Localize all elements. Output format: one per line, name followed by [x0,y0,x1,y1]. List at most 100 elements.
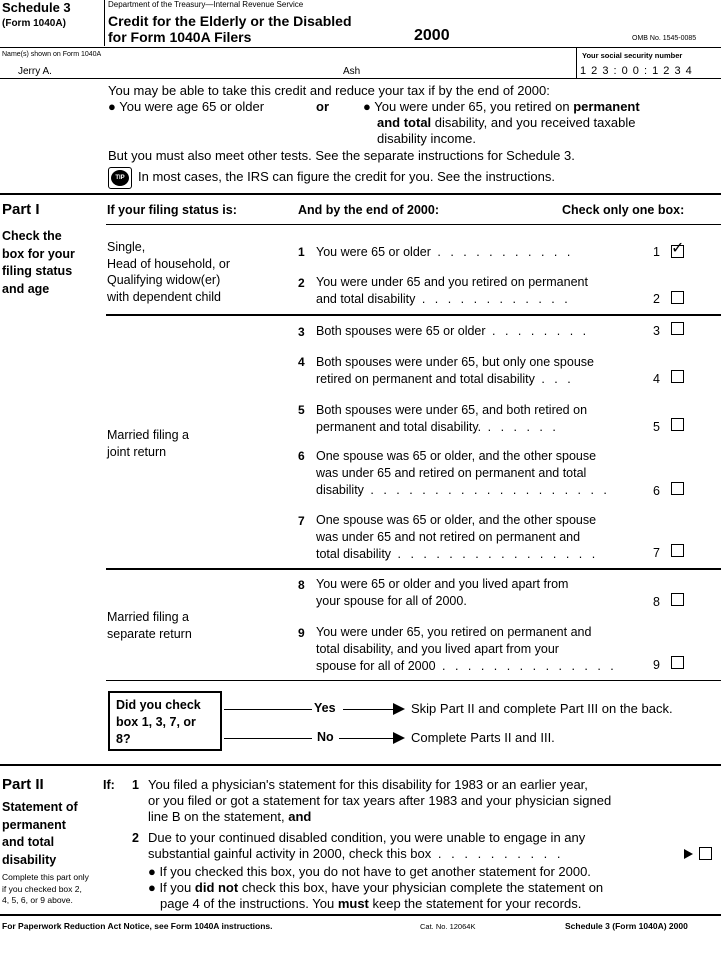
checkbox-4[interactable] [671,370,684,383]
checkbox-8[interactable] [671,593,684,606]
names-label: Name(s) shown on Form 1040A [2,51,102,58]
status-line: Married filing a [107,610,189,624]
part1-side-line: Check the [2,229,62,243]
box-number: 1 [653,245,660,259]
part2-side-line: permanent [2,817,66,832]
other-tests: But you must also meet other tests. See … [108,148,575,163]
ssn-label: Your social security number [582,51,683,60]
part2-note: Complete this part only if you checked b… [2,872,89,907]
if-label: If: [103,778,115,792]
part1-side-line: box for your [2,246,75,261]
arrow-right-icon [684,849,693,859]
schedule-label: Schedule 3 [2,0,71,15]
ssn-value[interactable]: 1 2 3 : 0 0 : 1 2 3 4 [580,65,693,77]
last-name-value[interactable]: Ash [343,66,361,77]
line8-text: You were 65 or older and you lived apart… [316,577,569,608]
part1-side-line: and age [2,281,50,296]
question-line: box 1, 3, 7, or [116,715,196,729]
checkbox-9[interactable] [671,656,684,669]
p2-line1-num: 1 [132,778,139,792]
yes-instruction: Skip Part II and complete Part III on th… [411,701,673,716]
p2-line1a: You filed a physician's statement for th… [148,777,588,792]
question-box: Did you check box 1, 3, 7, or 8? [108,691,222,751]
box-number: 2 [653,292,660,306]
line4-text: Both spouses were under 65, but only one… [316,355,594,386]
box-number: 6 [653,484,660,498]
p2-bullet2: ● If you did not check this box, have yo… [148,880,604,911]
part1-title: Part I [2,201,40,218]
box-number: 5 [653,420,660,434]
checkbox-3[interactable] [671,322,684,335]
col-end-of-year: And by the end of 2000: [298,203,439,217]
part2-title: Part II [2,776,44,793]
status-line: with dependent child [107,289,221,304]
line-number: 9 [298,626,305,640]
yes-label: Yes [314,701,336,715]
col-check-one: Check only one box: [562,203,685,217]
p2-line2-num: 2 [132,831,139,845]
arrow-right-icon [393,732,405,744]
p2-line2b: substantial gainful activity in 2000, ch… [148,846,432,861]
line5-text: Both spouses were under 65, and both ret… [316,403,588,434]
line6-text: One spouse was 65 or older, and the othe… [316,449,610,497]
no-instruction: Complete Parts II and III. [411,730,555,745]
footer-form-ref: Schedule 3 (Form 1040A) 2000 [565,921,688,931]
part1-side-line: filing status [2,264,73,278]
p2-and: and [288,809,312,824]
line-number: 4 [298,355,305,369]
checkbox-6[interactable] [671,482,684,495]
line2-text: You were under 65 and you retired on per… [316,275,588,306]
checkbox-7[interactable] [671,544,684,557]
status-line: Single, [107,240,146,254]
form-title-line1: Credit for the Elderly or the Disabled [108,13,352,29]
checkbox-1[interactable] [671,245,684,258]
box-number: 9 [653,658,660,672]
disability-checkbox[interactable] [699,847,712,860]
status-joint-group: Married filing a joint return [107,427,189,461]
checkbox-2[interactable] [671,291,684,304]
checkmark-icon: ✓ [671,240,685,257]
line-number: 6 [298,449,305,463]
status-line: Head of household, or [107,256,231,271]
bullet-disabled-text1: You were under 65, you retired on [374,99,570,114]
line-number: 5 [298,403,305,417]
bullet-age-text: You were age 65 or older [119,99,265,114]
line3-text: Both spouses were 65 or older . . . . . … [316,324,590,338]
tip-text: In most cases, the IRS can figure the cr… [138,169,555,184]
p2-bullet1: ● If you checked this box, you do not ha… [148,864,591,879]
part2-side-label: Statement of permanent and total disabil… [2,799,78,869]
line-number: 1 [298,245,305,259]
box-number: 8 [653,595,660,609]
p2-line1c: line B on the statement, [148,809,285,824]
line7-text: One spouse was 65 or older, and the othe… [316,513,599,561]
tip-icon-label: TIP [111,170,129,186]
part2-note-line: if you checked box 2, [2,883,82,894]
question-line: 8? [116,732,131,746]
intro-bullet-disabled: ● You were under 65, you retired on perm… [363,99,640,146]
part1-side-label: Check the box for your filing status and… [2,228,75,298]
box-number: 3 [653,324,660,338]
part2-side-line: and total [2,835,55,849]
first-name-value[interactable]: Jerry A. [18,66,52,77]
p2-line1b: or you filed or got a statement for tax … [148,793,612,808]
tip-icon: TIP [108,167,132,189]
form-ref: (Form 1040A) [2,18,66,29]
part2-note-line: Complete this part only [2,872,89,882]
status-line: joint return [107,445,167,459]
footer-cat: Cat. No. 12064K [420,922,476,931]
p2-line1-text: You filed a physician's statement for th… [148,777,611,825]
bullet-disabled-bold1: permanent [573,99,640,114]
checkbox-5[interactable] [671,418,684,431]
intro-bullet-age: ● You were age 65 or older [108,99,265,114]
status-line: separate return [107,627,192,641]
question-line: Did you check [116,698,201,712]
no-label: No [317,730,334,744]
part2-note-line: 4, 5, 6, or 9 above. [2,895,73,905]
line-number: 8 [298,578,305,592]
box-number: 7 [653,546,660,560]
col-filing-status: If your filing status is: [107,203,237,217]
bullet-disabled-text3: disability income. [377,131,476,146]
box-number: 4 [653,372,660,386]
bullet-disabled-text2: disability, and you received taxable [434,115,636,130]
line1-text: You were 65 or older . . . . . . . . . .… [316,245,574,259]
